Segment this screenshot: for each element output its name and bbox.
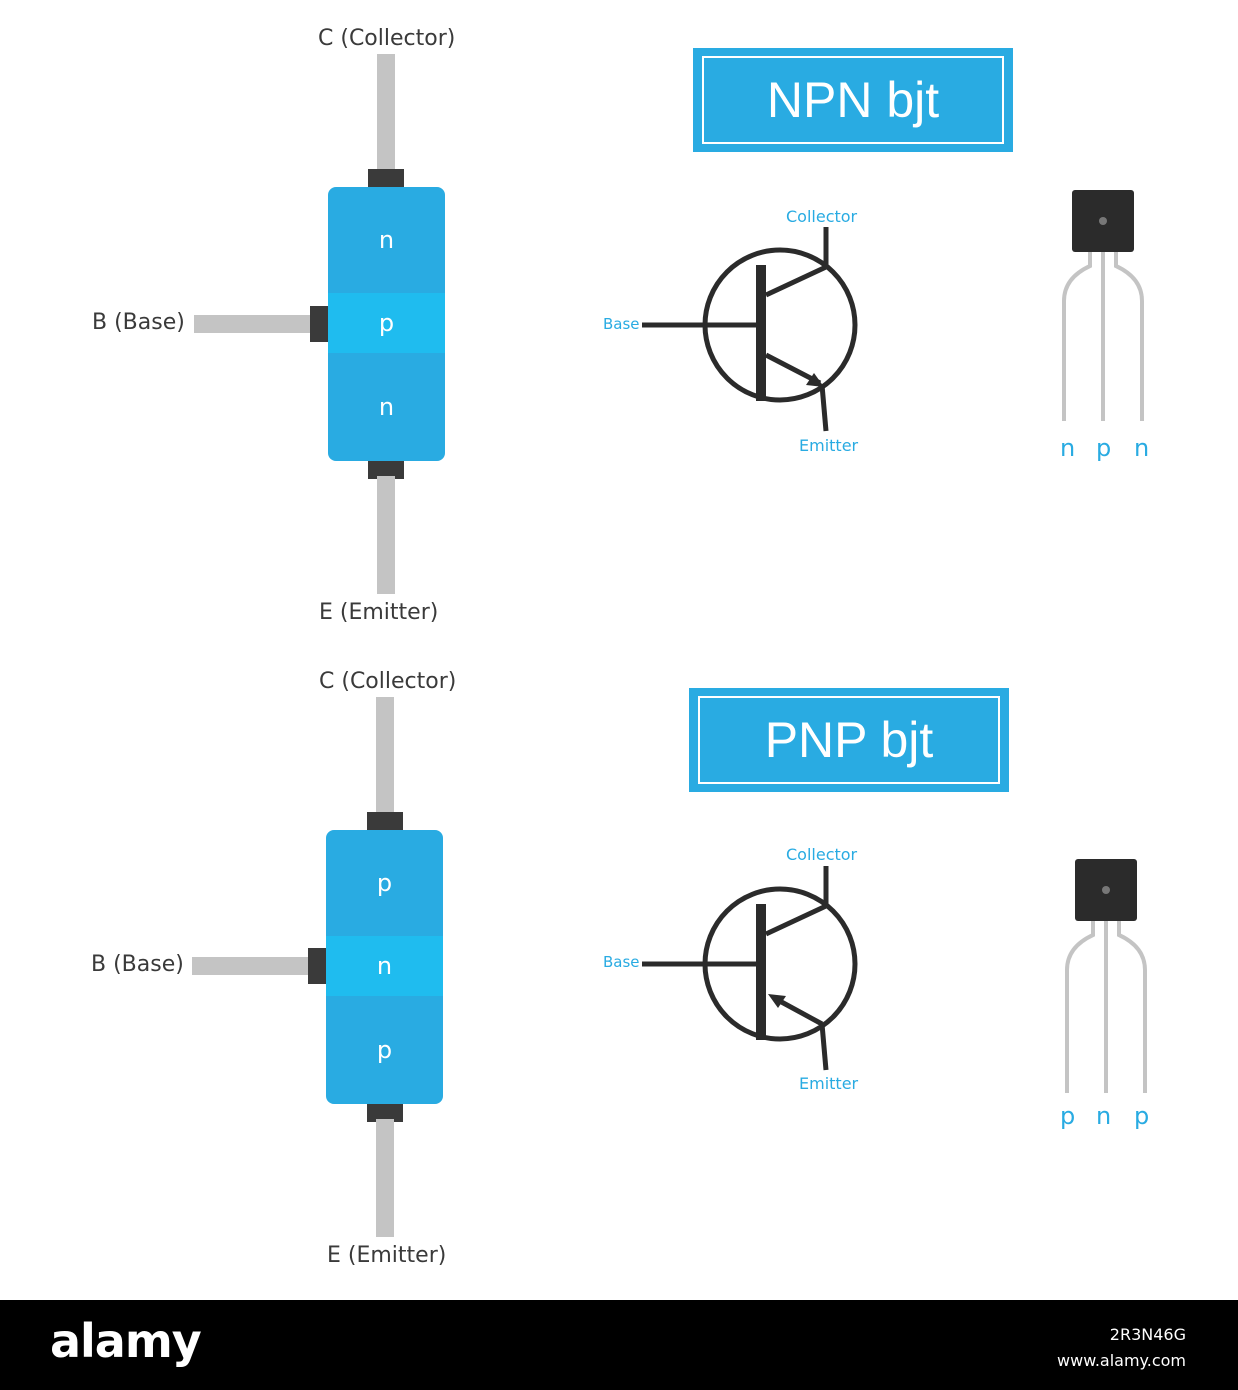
pnp-collector-tab: [367, 812, 403, 830]
pnp-emitter-lead: [376, 1119, 394, 1237]
pnp-symbol-emitter-label: Emitter: [799, 1074, 859, 1093]
pnp-package-dot-icon: [1102, 886, 1110, 894]
pnp-body: p n p: [326, 830, 443, 1104]
pnp-base-label: B (Base): [91, 952, 184, 977]
npn-title: NPN bjt: [702, 56, 1004, 144]
pnp-emitter-tab: [367, 1104, 403, 1122]
npn-symbol-base-bar: [756, 265, 766, 401]
pnp-title: PNP bjt: [698, 696, 1000, 784]
npn-symbol-emitter-arrow-icon: [806, 373, 824, 387]
watermark-image-id: 2R3N46G: [1109, 1325, 1186, 1344]
pnp-pin-1: p: [1060, 1102, 1076, 1130]
pnp-symbol-emitter-lead: [819, 1023, 829, 1071]
pnp-symbol-collector-line: [764, 903, 828, 937]
npn-emitter-label: E (Emitter): [319, 600, 439, 625]
npn-package-dot-icon: [1099, 217, 1107, 225]
pnp-region-emitter: p: [376, 1036, 393, 1064]
watermark-logo: alamy: [50, 1314, 202, 1368]
pnp-symbol-collector-label: Collector: [786, 845, 858, 864]
pnp-region-collector: p: [376, 869, 393, 897]
pnp-base-tab: [308, 948, 326, 984]
pnp-base-lead: [192, 957, 312, 975]
pnp-package-lead-right: [1117, 915, 1147, 1093]
watermark-site: www.alamy.com: [1057, 1351, 1186, 1370]
pnp-pin-2: n: [1096, 1102, 1112, 1130]
pnp-emitter-label: E (Emitter): [327, 1243, 447, 1268]
pnp-collector-label: C (Collector): [319, 669, 457, 694]
pnp-region-base: n: [326, 936, 443, 996]
npn-pin-2: p: [1096, 434, 1112, 462]
npn-pin-1: n: [1060, 434, 1076, 462]
watermark-strip: alamy 2R3N46G www.alamy.com: [0, 1300, 1238, 1390]
npn-base-label: B (Base): [92, 310, 185, 335]
pnp-package: [1065, 859, 1147, 1093]
pnp-symbol-emitter-arrow-icon: [768, 994, 786, 1008]
pnp-collector-lead: [376, 697, 394, 815]
pnp-pin-3: p: [1134, 1102, 1150, 1130]
pnp-package-lead-left: [1065, 915, 1095, 1093]
pnp-symbol: [642, 866, 858, 1071]
npn-base-lead: [194, 315, 314, 333]
pnp-symbol-base-label: Base: [603, 953, 640, 971]
npn-symbol-base-label: Base: [603, 315, 640, 333]
npn-symbol-collector-line: [764, 264, 828, 298]
npn-collector-tab: [368, 169, 404, 187]
npn-emitter-tab: [368, 461, 404, 479]
npn-region-base: p: [328, 293, 445, 353]
npn-region-collector: n: [378, 226, 395, 254]
pnp-symbol-emitter-line: [774, 996, 824, 1027]
npn-symbol-collector-label: Collector: [786, 207, 858, 226]
npn-symbol: [642, 227, 858, 432]
npn-emitter-lead: [377, 476, 395, 594]
npn-region-emitter: n: [378, 393, 395, 421]
npn-collector-lead: [377, 54, 395, 172]
npn-collector-label: C (Collector): [318, 26, 456, 51]
npn-package-lead-left: [1062, 246, 1092, 421]
npn-symbol-emitter-label: Emitter: [799, 436, 859, 455]
npn-pin-3: n: [1134, 434, 1150, 462]
npn-title-box: NPN bjt: [693, 48, 1013, 152]
npn-body: n p n: [328, 187, 445, 461]
npn-package: [1062, 190, 1144, 421]
npn-package-lead-right: [1114, 246, 1144, 421]
watermark-info: 2R3N46G www.alamy.com: [1057, 1322, 1186, 1374]
npn-base-tab: [310, 306, 328, 342]
npn-symbol-emitter-lead: [819, 384, 829, 432]
pnp-title-box: PNP bjt: [689, 688, 1009, 792]
pnp-symbol-base-bar: [756, 904, 766, 1040]
